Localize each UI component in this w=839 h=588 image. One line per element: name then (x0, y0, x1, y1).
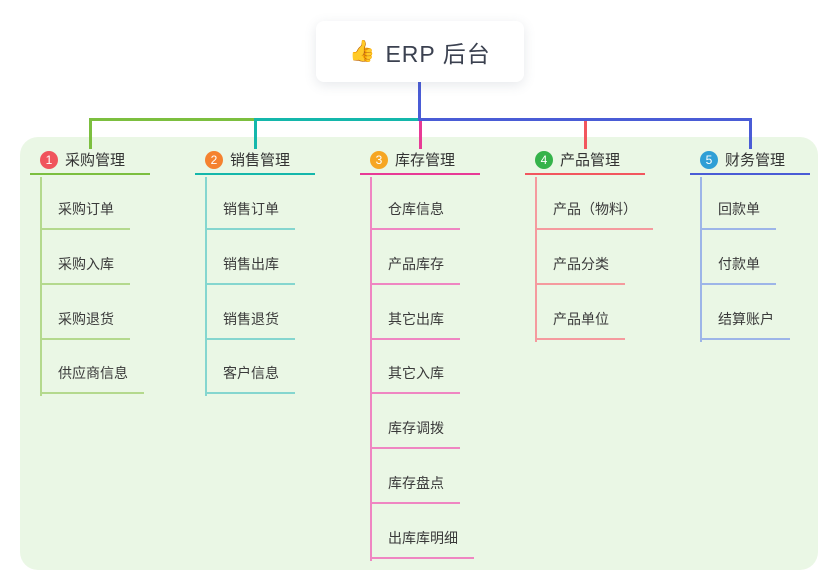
child-node-客户信息[interactable]: 客户信息 (205, 364, 295, 394)
child-node-产品分类[interactable]: 产品分类 (535, 255, 625, 285)
child-node-其它出库[interactable]: 其它出库 (370, 310, 460, 340)
child-node-库存调拨[interactable]: 库存调拨 (370, 419, 460, 449)
child-node-付款单[interactable]: 付款单 (700, 255, 776, 285)
branch-spine-line (700, 177, 702, 342)
branch-node-财务管理[interactable]: 5 财务管理 (690, 146, 810, 175)
child-node-结算账户[interactable]: 结算账户 (700, 310, 790, 340)
root-node[interactable]: 👍 ERP 后台 (316, 21, 524, 82)
child-node-销售退货[interactable]: 销售退货 (205, 310, 295, 340)
child-node-库存盘点[interactable]: 库存盘点 (370, 474, 460, 504)
branch-spine-line (535, 177, 537, 342)
branch-node-销售管理[interactable]: 2 销售管理 (195, 146, 315, 175)
branches-panel (20, 137, 818, 570)
branch-spine-line (205, 177, 207, 396)
thumbs-up-icon: 👍 (349, 40, 376, 63)
branch-number-badge: 4 (535, 150, 553, 169)
bus-segment (254, 118, 422, 121)
child-node-出库库明细[interactable]: 出库库明细 (370, 529, 474, 559)
branch-label-text: 财务管理 (725, 152, 786, 169)
child-node-销售出库[interactable]: 销售出库 (205, 255, 295, 285)
root-title: ERP 后台 (385, 40, 491, 67)
branch-connector-line (254, 118, 257, 149)
branch-node-采购管理[interactable]: 1 采购管理 (30, 146, 150, 175)
bus-segment (419, 118, 752, 121)
bus-segment (89, 118, 257, 121)
branch-number-badge: 1 (40, 150, 58, 169)
child-node-采购订单[interactable]: 采购订单 (40, 200, 130, 230)
child-node-供应商信息[interactable]: 供应商信息 (40, 364, 144, 394)
child-node-产品（物料）[interactable]: 产品（物料） (535, 200, 653, 230)
branch-connector-line (749, 118, 752, 149)
child-node-回款单[interactable]: 回款单 (700, 200, 776, 230)
branch-spine-line (40, 177, 42, 396)
child-node-采购退货[interactable]: 采购退货 (40, 310, 130, 340)
child-node-仓库信息[interactable]: 仓库信息 (370, 200, 460, 230)
branch-number-badge: 2 (205, 150, 223, 169)
child-node-其它入库[interactable]: 其它入库 (370, 364, 460, 394)
branch-label-text: 库存管理 (395, 152, 456, 169)
branch-number-badge: 5 (700, 150, 718, 169)
branch-connector-line (89, 118, 92, 149)
branch-label-text: 采购管理 (65, 152, 126, 169)
child-node-产品库存[interactable]: 产品库存 (370, 255, 460, 285)
branch-label-text: 销售管理 (230, 152, 291, 169)
branch-node-产品管理[interactable]: 4 产品管理 (525, 146, 645, 175)
branch-spine-line (370, 177, 372, 561)
branch-connector-line (584, 118, 587, 149)
branch-connector-line (419, 118, 422, 149)
child-node-产品单位[interactable]: 产品单位 (535, 310, 625, 340)
child-node-销售订单[interactable]: 销售订单 (205, 200, 295, 230)
branch-number-badge: 3 (370, 150, 388, 169)
branch-label-text: 产品管理 (560, 152, 621, 169)
root-connector-line (418, 82, 421, 121)
branch-node-库存管理[interactable]: 3 库存管理 (360, 146, 480, 175)
child-node-采购入库[interactable]: 采购入库 (40, 255, 130, 285)
